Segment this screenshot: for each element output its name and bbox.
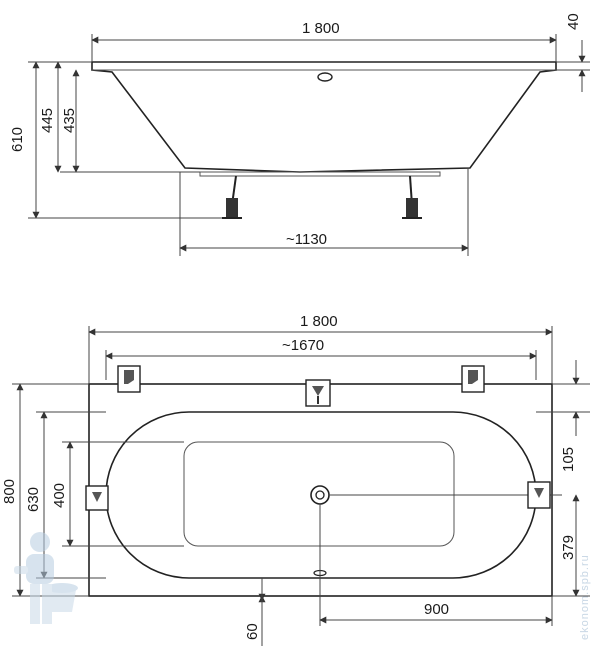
watermark: ekonom.spb.ru — [14, 532, 591, 640]
side-view-width-label: 1 800 — [302, 20, 340, 37]
bracket-right — [527, 481, 551, 509]
top-view-height-label: 800 — [1, 479, 18, 504]
top-view-h630-label: 630 — [25, 487, 42, 512]
side-view: 1 800 40 610 445 435 ~1130 — [9, 13, 590, 256]
bracket-top-left — [117, 365, 141, 393]
bracket-top-center — [305, 379, 331, 407]
overflow-hole — [317, 72, 333, 82]
top-view-inner-label: ~1670 — [282, 337, 324, 354]
side-view-bottom-label: ~1130 — [286, 231, 327, 248]
top-view-r379-label: 379 — [560, 535, 577, 560]
watermark-text: ekonom.spb.ru — [579, 554, 591, 640]
top-view-flat-bottom — [183, 441, 455, 547]
side-view-height-445-label: 445 — [39, 108, 56, 133]
side-view-height-total-label: 610 — [9, 127, 26, 152]
top-view-width-label: 1 800 — [300, 313, 338, 330]
side-view-tub-body — [91, 61, 557, 173]
bracket-left — [85, 485, 109, 511]
top-view: 1 800 ~1670 800 630 400 105 379 — [1, 313, 590, 646]
side-view-leg-right — [402, 175, 422, 219]
top-view-b900-label: 900 — [424, 601, 449, 618]
bracket-top-right — [461, 365, 485, 393]
side-view-frame — [199, 171, 441, 177]
side-view-rim-label: 40 — [565, 13, 582, 30]
side-view-leg-left — [222, 175, 242, 219]
top-view-r105-label: 105 — [560, 447, 577, 472]
top-view-h400-label: 400 — [51, 483, 68, 508]
top-view-b60-label: 60 — [244, 623, 261, 640]
plumber-logo-icon — [14, 532, 78, 624]
side-view-height-435-label: 435 — [61, 108, 78, 133]
